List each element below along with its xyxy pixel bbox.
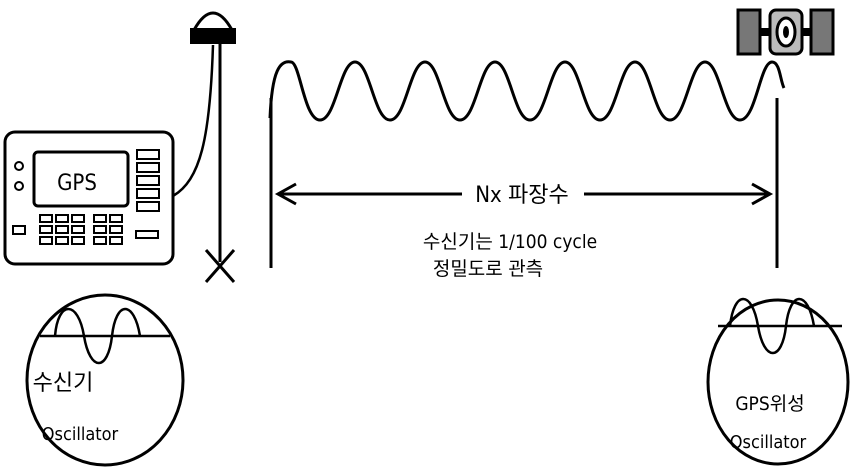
antenna-dome	[191, 11, 235, 32]
gps-receiver-unit: GPS	[3, 130, 175, 266]
receiver-led	[14, 161, 24, 171]
satellite-oscillator-sublabel: Oscillator	[730, 432, 807, 453]
antenna-base	[190, 28, 236, 44]
receiver-side-buttons	[136, 149, 160, 212]
gps-antenna	[190, 11, 236, 283]
receiver-port	[12, 225, 26, 235]
receiver-oscillator-sublabel: Oscillator	[42, 424, 119, 445]
precision-label-line1: 수신기는 1/100 cycle	[423, 231, 597, 253]
oscillator-sine	[53, 307, 142, 365]
carrier-wave	[268, 60, 786, 122]
span-label: Nx 파장수	[475, 183, 569, 208]
receiver-oscillator-circle	[25, 293, 185, 467]
receiver-keypad	[39, 214, 159, 245]
span-arrow	[274, 182, 774, 206]
satellite-icon	[736, 8, 835, 56]
receiver-led	[14, 181, 24, 191]
antenna-cable	[172, 44, 215, 198]
precision-label-line2: 정밀도로 관측	[433, 258, 543, 280]
satellite-oscillator-label: GPS위성	[735, 393, 804, 415]
receiver-oscillator: 수신기 Oscillator	[25, 293, 185, 467]
satellite-oscillator: GPS위성 Oscillator	[706, 297, 850, 466]
receiver-screen	[32, 150, 130, 208]
satellite-oscillator-circle	[706, 298, 850, 466]
oscillator-sine	[728, 297, 816, 355]
receiver-screen-label: GPS	[57, 171, 97, 196]
receiver-oscillator-label: 수신기	[33, 371, 94, 396]
